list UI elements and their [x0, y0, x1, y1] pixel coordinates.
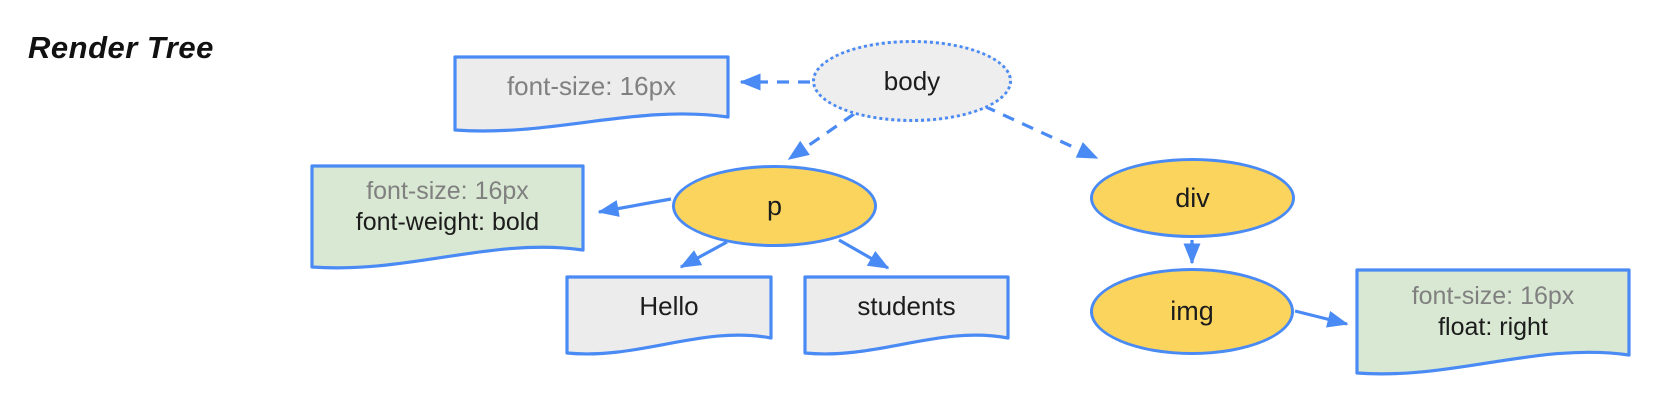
note-text-students: students: [803, 275, 1010, 358]
node-img-label: img: [1170, 296, 1214, 326]
note-document-shape: [310, 164, 585, 270]
note-img-style-line1: font-size: 16px: [1411, 281, 1575, 310]
note-document-shape: [1355, 268, 1631, 376]
edge-body-to-div-arrow: [983, 104, 1099, 160]
edge-body-to-p-arrow: [787, 112, 855, 161]
note-document-shape: [565, 275, 773, 356]
note-img-style: font-size: 16px float: right: [1355, 268, 1631, 378]
edge-p-to-hello-arrow: [679, 240, 728, 269]
note-body-style: font-size: 16px: [453, 55, 730, 135]
note-hello-line1: Hello: [639, 291, 699, 321]
node-div-label: div: [1175, 182, 1210, 213]
node-body: body: [812, 40, 1012, 122]
diagram-title: Render Tree: [28, 30, 214, 65]
node-img: img: [1090, 268, 1294, 355]
note-img-style-line2: float: right: [1438, 312, 1548, 341]
note-body-style-line1: font-size: 16px: [506, 70, 677, 101]
note-p-style-line1: font-size: 16px: [366, 177, 529, 205]
node-body-label: body: [883, 65, 941, 96]
note-document-shape: [803, 275, 1010, 356]
note-p-style: font-size: 16px font-weight: bold: [310, 164, 585, 272]
node-p-label: p: [766, 190, 783, 221]
edge-p-to-p-style-arrow: [597, 197, 672, 217]
note-p-style-line2: font-weight: bold: [355, 208, 540, 236]
note-text-hello: Hello: [565, 275, 773, 358]
node-p: p: [672, 165, 877, 247]
edge-img-to-img-style-arrow: [1294, 309, 1349, 328]
note-students-line1: students: [857, 291, 956, 321]
note-document-shape: [453, 55, 730, 133]
edge-p-to-students-arrow: [838, 238, 890, 270]
node-div: div: [1090, 158, 1295, 238]
